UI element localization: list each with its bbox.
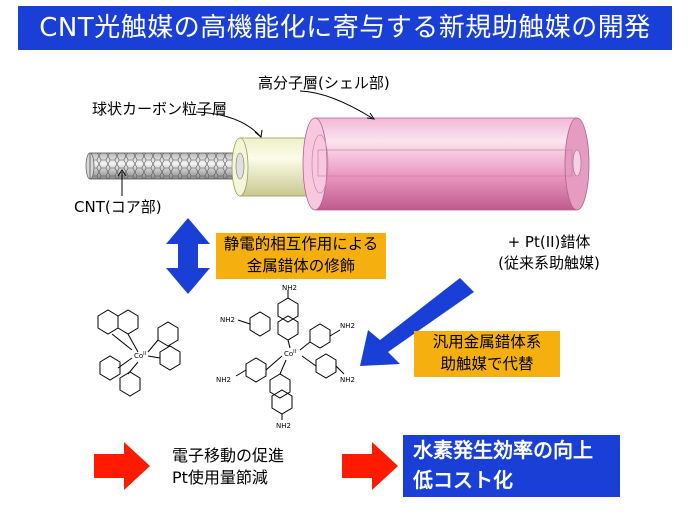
amine-labels: NH2 NH2 NH2 NH2 NH2 NH2 <box>216 284 355 430</box>
effects-text: 電子移動の促進 Pt使用量節減 <box>172 445 284 489</box>
pt-complex-label: + Pt(II)錯体 (従来系助触媒) <box>478 232 620 274</box>
svg-text:NH2: NH2 <box>282 284 297 292</box>
result-line-2: 低コスト化 <box>413 468 513 492</box>
co-bpy-complex-left <box>97 309 181 397</box>
electrostatic-line-2: 金属錯体の修飾 <box>246 257 356 275</box>
electrostatic-box: 静電的相互作用による 金属錯体の修飾 <box>216 233 386 279</box>
effect-line-2: Pt使用量節減 <box>172 468 268 487</box>
polymer-layer-label: 高分子層(シェル部) <box>258 74 390 92</box>
co-label-left: CoII <box>134 351 146 360</box>
pt-complex-line-1: + Pt(II)錯体 <box>507 233 591 251</box>
general-line-2: 助触媒で代替 <box>440 355 534 373</box>
co-amino-bpy-complex-right <box>235 290 345 420</box>
co-label-right: CoII <box>284 349 296 358</box>
svg-text:NH2: NH2 <box>276 422 291 430</box>
carbon-layer-label: 球状カーボン粒子層 <box>92 100 228 118</box>
general-metal-box: 汎用金属錯体系 助触媒で代替 <box>414 331 560 377</box>
red-arrow-icon-2 <box>342 442 398 490</box>
result-line-1: 水素発生効率の向上 <box>413 438 593 462</box>
svg-text:NH2: NH2 <box>220 316 235 324</box>
cnt-core-label: CNT(コア部) <box>74 198 162 216</box>
svg-text:NH2: NH2 <box>216 376 231 384</box>
slide-title: CNT光触媒の高機能化に寄与する新規助触媒の開発 <box>18 6 672 50</box>
diagonal-arrow-icon <box>360 278 474 366</box>
effect-line-1: 電子移動の促進 <box>172 446 285 465</box>
polymer-shell-layer <box>302 117 590 211</box>
red-arrow-icon-1 <box>94 442 150 490</box>
result-box: 水素発生効率の向上 低コスト化 <box>403 435 620 497</box>
polymer-pointer <box>299 90 373 119</box>
svg-text:NH2: NH2 <box>340 322 355 330</box>
svg-text:NH2: NH2 <box>340 376 355 384</box>
pt-complex-line-2: (従来系助触媒) <box>498 254 600 272</box>
double-arrow-icon <box>166 218 210 294</box>
electrostatic-line-1: 静電的相互作用による <box>223 235 379 253</box>
carbon-pointer <box>195 111 261 137</box>
general-line-1: 汎用金属錯体系 <box>432 333 542 351</box>
